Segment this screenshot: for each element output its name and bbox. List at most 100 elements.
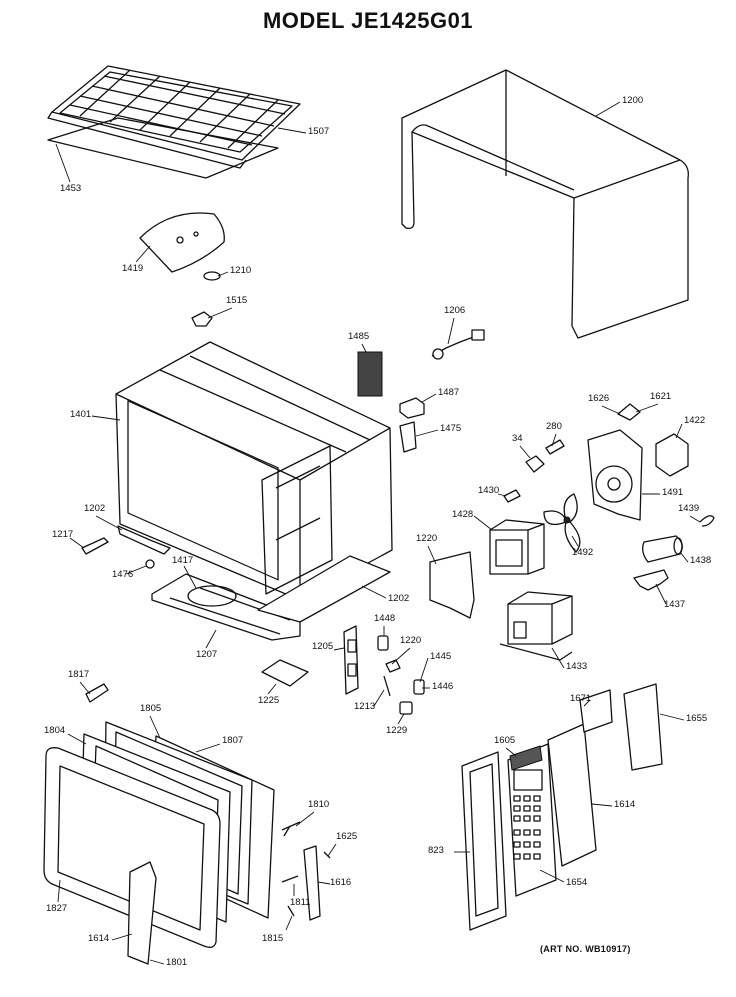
- pad-1225: [261, 659, 309, 687]
- callout-label: 34: [512, 433, 523, 444]
- part-1422: [655, 433, 689, 477]
- part-1625: [323, 851, 331, 859]
- keypad-1654: [507, 743, 557, 897]
- bracket-1487: [399, 397, 425, 419]
- callout-label: 1213: [354, 701, 376, 712]
- oven-rack: [47, 65, 301, 169]
- callout-label: 280: [546, 421, 562, 432]
- callout-label: 1827: [46, 903, 68, 914]
- rack-liner: [47, 117, 279, 179]
- magnetron-1428: [489, 519, 545, 575]
- window-1605: [509, 745, 543, 771]
- bracket-1437: [633, 569, 669, 591]
- switch-assembly: [343, 625, 425, 715]
- power-cord-1206: [431, 329, 485, 360]
- panel-1614: [547, 723, 597, 867]
- callout-label: 1220: [400, 635, 422, 646]
- callout-label: 1487: [438, 387, 460, 398]
- clip-1515: [191, 311, 213, 327]
- callout-label: 1625: [336, 831, 358, 842]
- callout-label: 1492: [572, 547, 594, 558]
- outer-case: [401, 69, 689, 339]
- callout-label: 1446: [432, 681, 454, 692]
- callout-label: 1811: [290, 897, 311, 908]
- callout-label: 1422: [684, 415, 706, 426]
- part-280: [545, 439, 565, 455]
- part-1217: [81, 537, 109, 555]
- callout-label: 1817: [68, 669, 90, 680]
- part-1815: [287, 905, 295, 917]
- stirrer-nut: [203, 271, 221, 281]
- callout-label: 1202: [84, 503, 106, 514]
- part-34: [525, 455, 545, 473]
- callout-label: 1805: [140, 703, 162, 714]
- callout-label: 1210: [230, 265, 252, 276]
- callout-label: 1437: [664, 599, 686, 610]
- art-number: (ART NO. WB10917): [540, 944, 631, 954]
- callout-label: 1654: [566, 877, 588, 888]
- callout-label: 1207: [196, 649, 218, 660]
- callout-label: 1515: [226, 295, 248, 306]
- part-1810: [281, 821, 301, 837]
- callout-label: 1206: [444, 305, 466, 316]
- callout-label: 1614: [614, 799, 636, 810]
- callout-label: 1807: [222, 735, 244, 746]
- callout-label: 1655: [686, 713, 708, 724]
- part-1811: [281, 875, 299, 883]
- door-assembly: [43, 721, 275, 965]
- callout-label: 1445: [430, 651, 452, 662]
- part-1616: [303, 845, 321, 921]
- callout-label: 1448: [374, 613, 396, 624]
- callout-label: 1229: [386, 725, 408, 736]
- control-frame-823: [461, 751, 507, 931]
- callout-label: 1491: [662, 487, 684, 498]
- callout-label: 1485: [348, 331, 370, 342]
- callout-label: 1438: [690, 555, 712, 566]
- callout-label: 1428: [452, 509, 474, 520]
- callout-label: 1671: [570, 693, 592, 704]
- callout-label: 1205: [312, 641, 334, 652]
- label-1485: [357, 351, 383, 397]
- callout-label: 1401: [70, 409, 92, 420]
- callout-label: 1220: [416, 533, 438, 544]
- part-1476: [145, 559, 155, 569]
- callout-label: 823: [428, 845, 444, 856]
- callout-label: 1217: [52, 529, 74, 540]
- callout-label: 1417: [172, 555, 194, 566]
- stirrer-cover: [139, 212, 225, 273]
- callout-label: 1616: [330, 877, 352, 888]
- callout-label: 1614: [88, 933, 110, 944]
- capacitor-1438: [642, 535, 683, 563]
- callout-label: 1475: [440, 423, 462, 434]
- callout-label: 1801: [166, 957, 188, 968]
- base-plate: [151, 555, 391, 641]
- callout-label: 1419: [122, 263, 144, 274]
- callout-label: 1439: [678, 503, 700, 514]
- transformer-1433: [499, 591, 573, 661]
- callout-label: 1626: [588, 393, 610, 404]
- callout-label: 1430: [478, 485, 500, 496]
- callout-label: 1433: [566, 661, 588, 672]
- callout-label: 1605: [494, 735, 516, 746]
- callout-label: 1200: [622, 95, 644, 106]
- part-1626-1621: [617, 403, 641, 421]
- callout-label: 1815: [262, 933, 284, 944]
- bracket-1475: [399, 421, 417, 453]
- part-1430: [503, 489, 521, 503]
- board-1655: [623, 683, 663, 771]
- callout-label: 1804: [44, 725, 66, 736]
- callout-label: 1476: [112, 569, 134, 580]
- callout-label: 1810: [308, 799, 330, 810]
- callout-label: 1621: [650, 391, 672, 402]
- fan-housing-1491: [587, 429, 643, 521]
- fan-blade-1492: [543, 493, 581, 553]
- callout-label: 1453: [60, 183, 82, 194]
- callout-label: 1202: [388, 593, 410, 604]
- callout-label: 1507: [308, 126, 330, 137]
- part-1439: [699, 515, 715, 527]
- part-1817: [85, 683, 109, 703]
- diagram-title: MODEL JE1425G01: [262, 8, 474, 33]
- callout-label: 1225: [258, 695, 280, 706]
